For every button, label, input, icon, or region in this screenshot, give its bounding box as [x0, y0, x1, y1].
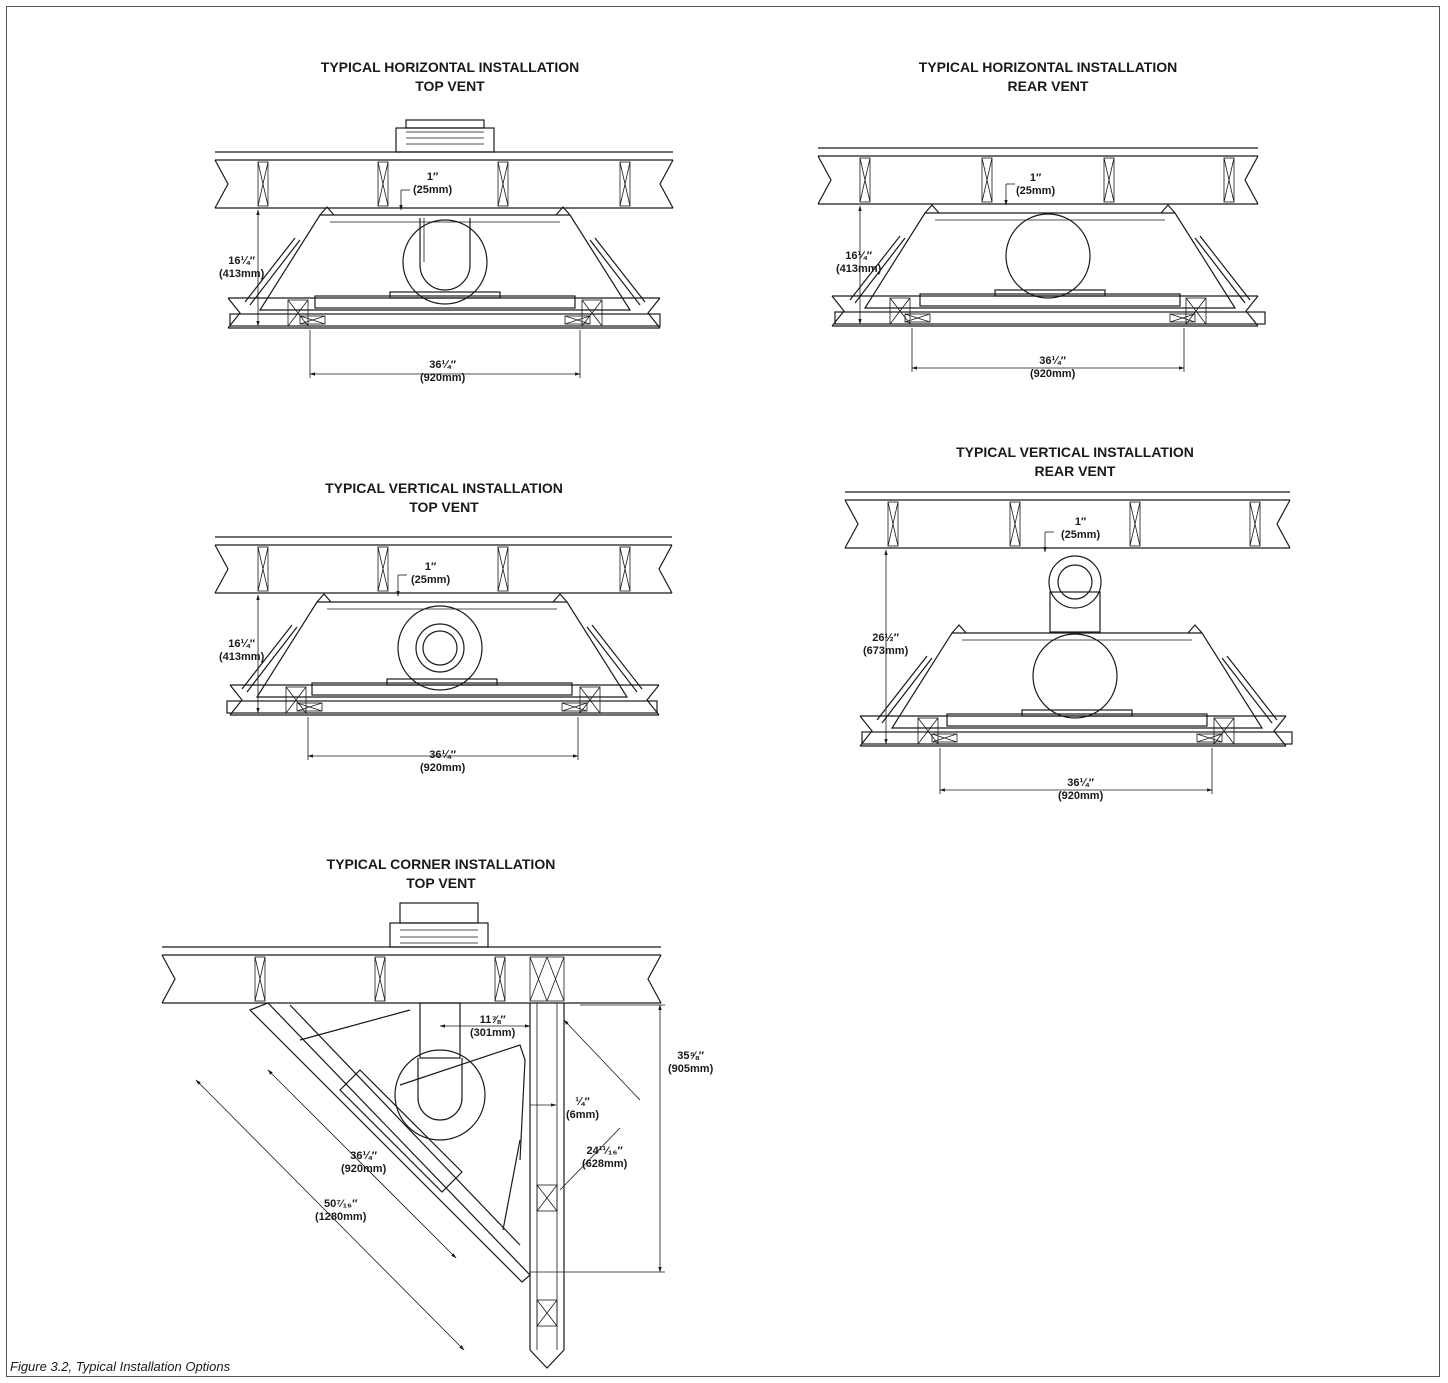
height-dim: 16¼″(413mm): [219, 255, 265, 280]
clearance-dim: 1″(25mm): [411, 561, 451, 586]
width-dim: 36¼″(920mm): [420, 359, 466, 384]
clearance-dim: 1″(25mm): [1016, 172, 1056, 197]
title-horizontal-rear: TYPICAL HORIZONTAL INSTALLATION REAR VEN…: [848, 58, 1248, 96]
width-dim: 36¼″(920mm): [1058, 777, 1104, 802]
height-dim: 16¼″(413mm): [836, 250, 882, 275]
width-dim: 36¼″(920mm): [1030, 355, 1076, 380]
title-line1: TYPICAL HORIZONTAL INSTALLATION: [320, 59, 580, 75]
width-dim: 36¼″(920mm): [420, 749, 466, 774]
corner-width-dim: 36¼″(920mm): [341, 1150, 387, 1175]
diagonal-dim: 50⁷⁄₁₆″(1280mm): [315, 1198, 367, 1223]
title-line1: TYPICAL CORNER INSTALLATION: [326, 856, 556, 872]
title-horizontal-top: TYPICAL HORIZONTAL INSTALLATION TOP VENT: [250, 58, 650, 96]
title-vertical-top: TYPICAL VERTICAL INSTALLATION TOP VENT: [244, 479, 644, 517]
title-corner-top: TYPICAL CORNER INSTALLATION TOP VENT: [241, 855, 641, 893]
title-line1: TYPICAL VERTICAL INSTALLATION: [956, 444, 1194, 460]
clearance-dim: 1″(25mm): [413, 171, 453, 196]
corner-height-dim: 35⅝″(905mm): [668, 1050, 714, 1075]
title-vertical-rear: TYPICAL VERTICAL INSTALLATION REAR VENT: [875, 443, 1275, 481]
diagram-corner-top: [161, 902, 665, 1369]
title-line2: REAR VENT: [1007, 78, 1089, 94]
diagram-horizontal-rear: [817, 147, 1266, 372]
offset-dim: 11⅞″(301mm): [470, 1014, 516, 1039]
figure-frame: [6, 6, 1440, 1377]
title-line2: REAR VENT: [1034, 463, 1116, 479]
title-line1: TYPICAL HORIZONTAL INSTALLATION: [918, 59, 1178, 75]
title-line2: TOP VENT: [406, 875, 476, 891]
clearance-dim: 1″(25mm): [1061, 516, 1101, 541]
gap-dim: ¼″(6mm): [566, 1096, 600, 1121]
diagram-horizontal-top: [214, 119, 674, 378]
diagram-vertical-rear: [844, 491, 1293, 794]
title-line1: TYPICAL VERTICAL INSTALLATION: [325, 480, 563, 496]
title-line2: TOP VENT: [415, 78, 485, 94]
figure-caption: Figure 3.2, Typical Installation Options: [10, 1359, 231, 1374]
diagram-vertical-top: [214, 536, 673, 760]
height-dim: 26½″(673mm): [863, 632, 909, 657]
title-line2: TOP VENT: [409, 499, 479, 515]
height-dim: 16¼″(413mm): [219, 638, 265, 663]
side-dim: 24¹¹⁄₁₆″(628mm): [582, 1145, 628, 1170]
